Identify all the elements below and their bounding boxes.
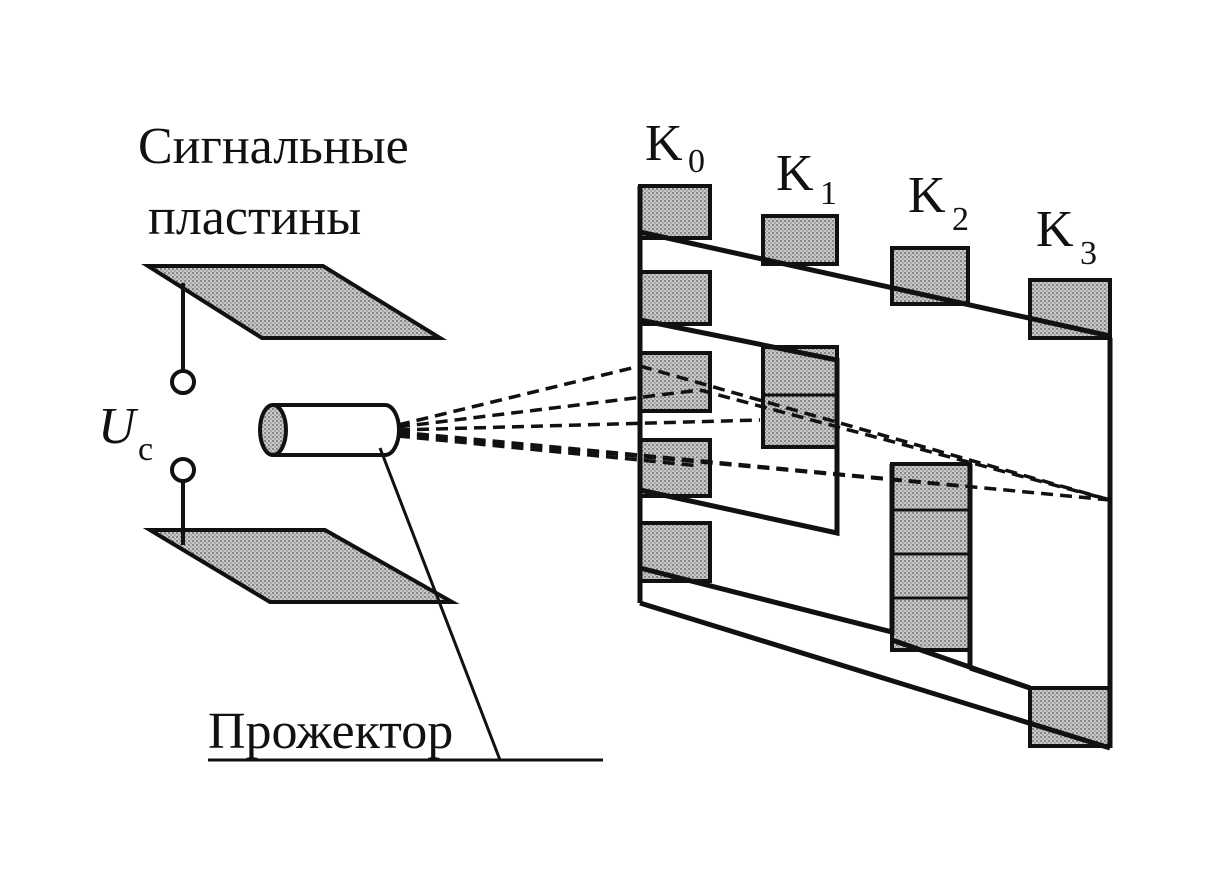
upper-terminal — [170, 369, 196, 395]
voltage-label-sub: c — [138, 431, 153, 468]
channel-label-k1: K 1 — [776, 145, 837, 212]
channel-label-k3: K 3 — [1036, 201, 1097, 272]
lower-signal-plate — [142, 528, 460, 604]
upper-signal-plate — [141, 264, 448, 340]
channel-k2-sub: 2 — [952, 201, 969, 238]
beam-rays — [397, 364, 1111, 502]
signal-plates-label-line1: Сигнальные — [138, 118, 409, 175]
channel-k3-sub: 3 — [1080, 235, 1097, 272]
lower-terminal — [170, 457, 196, 483]
channel-label-k0: K 0 — [645, 115, 705, 180]
voltage-label: U c — [98, 398, 153, 468]
voltage-terminals — [170, 283, 196, 545]
channel-k1-sub: 1 — [820, 175, 837, 212]
signal-plates-label-line2: пластины — [148, 189, 361, 246]
code-apertures — [638, 184, 1112, 748]
channel-k0-sub: 0 — [688, 143, 705, 180]
projector-label: Прожектор — [208, 703, 453, 760]
mask-outline — [637, 186, 1113, 751]
channel-k1-main: K — [776, 145, 814, 202]
channel-label-k2: K 2 — [908, 167, 969, 238]
code-mask — [637, 184, 1113, 751]
channel-k3-main: K — [1036, 201, 1074, 258]
channel-k0-main: K — [645, 115, 683, 172]
channel-k2-main: K — [908, 167, 946, 224]
voltage-label-main: U — [98, 398, 139, 455]
projector-gun — [208, 403, 603, 762]
